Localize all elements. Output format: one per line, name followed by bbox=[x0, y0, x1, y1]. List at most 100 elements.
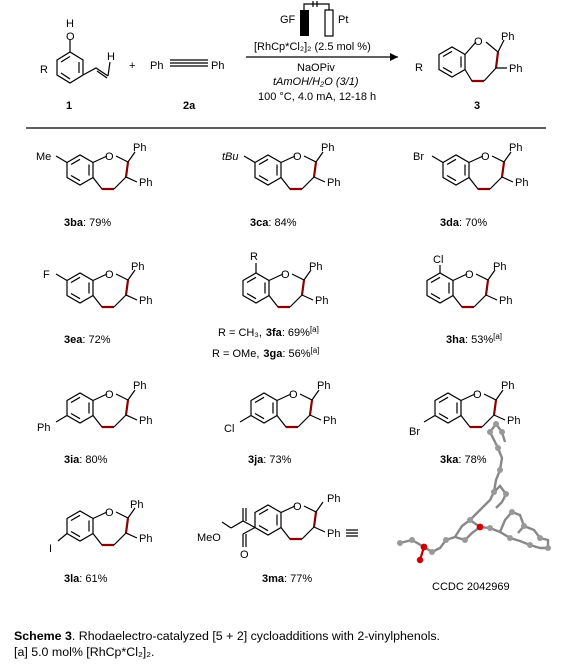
svg-text:O: O bbox=[105, 389, 114, 401]
svg-text:3ea: 72%: 3ea: 72% bbox=[64, 334, 111, 346]
3ma-yield: : 77% bbox=[284, 573, 312, 585]
svg-text:3ba: 79%: 3ba: 79% bbox=[64, 217, 111, 229]
svg-text:Ph: Ph bbox=[133, 142, 146, 154]
equivalence-sign bbox=[346, 529, 358, 537]
svg-text:O: O bbox=[481, 151, 490, 163]
svg-text:O: O bbox=[293, 151, 302, 163]
svg-text:Ph: Ph bbox=[321, 142, 334, 154]
svg-text:O: O bbox=[293, 501, 302, 513]
3ha-substituent: Cl bbox=[433, 254, 443, 266]
svg-text:Ph: Ph bbox=[130, 499, 143, 511]
3ga-yield: : 56% bbox=[282, 348, 310, 360]
svg-text:3ma: 77%: 3ma: 77% bbox=[262, 573, 312, 585]
3ma-id: 3ma bbox=[262, 573, 285, 585]
product-ph-top: Ph bbox=[501, 31, 514, 43]
3ha-note: [a] bbox=[493, 332, 502, 341]
compound-3ia: Ph O Ph Ph 3ia: 80% bbox=[37, 380, 152, 466]
r-substituent-label: R bbox=[40, 64, 48, 76]
3ca-id: 3ca bbox=[250, 217, 269, 229]
alkyne-ph-right: Ph bbox=[211, 60, 224, 72]
3ja-id: 3ja bbox=[248, 454, 264, 466]
svg-text:R = OMe,3ga: 56%[a]: R = OMe,3ga: 56%[a] bbox=[212, 346, 319, 360]
3ka-substituent: Br bbox=[409, 426, 420, 438]
product-ph-right: Ph bbox=[509, 63, 522, 75]
product-o-label: O bbox=[474, 36, 483, 48]
3fa-r-label: R bbox=[250, 251, 258, 263]
compound-3ha: Cl O Ph Ph 3ha: 53%[a] bbox=[425, 254, 512, 346]
svg-text:Ph: Ph bbox=[499, 295, 512, 307]
3ea-yield: : 72% bbox=[82, 334, 110, 346]
ccdc-number: CCDC 2042969 bbox=[432, 581, 510, 593]
3ha-yield: : 53% bbox=[465, 334, 493, 346]
3la-yield: : 61% bbox=[79, 573, 107, 585]
3ea-substituent: F bbox=[43, 269, 50, 281]
alkyne-diphenylacetylene: Ph Ph 2a bbox=[150, 59, 224, 112]
svg-text:Ph: Ph bbox=[315, 295, 328, 307]
svg-text:O: O bbox=[105, 151, 114, 163]
compound-3la: I O Ph Ph 3la: 61% bbox=[49, 499, 152, 585]
svg-text:Ph: Ph bbox=[327, 493, 340, 505]
svg-text:O: O bbox=[281, 269, 290, 281]
3ma-carbonyl-o: O bbox=[240, 549, 249, 561]
svg-text:O: O bbox=[289, 389, 298, 401]
compound-2a-label: 2a bbox=[183, 100, 196, 112]
svg-text:Ph: Ph bbox=[309, 261, 322, 273]
3ba-id: 3ba bbox=[64, 217, 84, 229]
crystal-structure-image bbox=[397, 421, 551, 564]
compound-1-label: 1 bbox=[66, 100, 72, 112]
3ia-substituent: Ph bbox=[37, 422, 50, 434]
svg-text:3da: 70%: 3da: 70% bbox=[440, 217, 487, 229]
svg-text:3ia: 80%: 3ia: 80% bbox=[64, 454, 108, 466]
catalyst-text: [RhCp*Cl₂]₂ (2.5 mol %) bbox=[254, 41, 371, 53]
svg-text:O: O bbox=[105, 269, 114, 281]
3ma-substituent: MeO bbox=[197, 532, 221, 544]
svg-text:3ca: 84%: 3ca: 84% bbox=[250, 217, 297, 229]
svg-text:3ka: 78%: 3ka: 78% bbox=[440, 454, 487, 466]
alkyne-ph-left: Ph bbox=[150, 60, 163, 72]
conditions-text: 100 °C, 4.0 mA, 12-18 h bbox=[258, 91, 376, 103]
svg-text:Ph: Ph bbox=[509, 142, 522, 154]
svg-text:Ph: Ph bbox=[515, 177, 528, 189]
svg-text:Ph: Ph bbox=[327, 177, 340, 189]
reaction-arrow-conditions: GF Pt [RhCp*Cl₂]₂ (2.5 mol %) NaOPiv tAm… bbox=[246, 1, 398, 103]
3ea-id: 3ea bbox=[64, 334, 83, 346]
3ha-id: 3ha bbox=[446, 334, 466, 346]
svg-text:3ha: 53%[a]: 3ha: 53%[a] bbox=[446, 332, 502, 346]
3ka-id: 3ka bbox=[440, 454, 459, 466]
compound-3ba: Me O Ph Ph 3ba: 79% bbox=[36, 142, 152, 229]
product-r-label: R bbox=[415, 62, 423, 74]
svg-text:O: O bbox=[105, 507, 114, 519]
svg-text:R = CH₃,3fa: 69%[a]: R = CH₃,3fa: 69%[a] bbox=[218, 325, 319, 339]
3da-yield: : 70% bbox=[459, 217, 487, 229]
3fa-yield: : 69% bbox=[282, 327, 310, 339]
compound-3ma: O MeO O Ph Ph 3ma: 77% bbox=[197, 493, 358, 585]
caption-text: . Rhodaelectro-catalyzed [5 + 2] cycload… bbox=[71, 629, 440, 643]
3ja-substituent: Cl bbox=[224, 423, 234, 435]
3ca-substituent: tBu bbox=[222, 151, 239, 163]
svg-text:Ph: Ph bbox=[133, 380, 146, 392]
compound-3da: Br O Ph Ph 3da: 70% bbox=[413, 142, 528, 229]
compound-3-label: 3 bbox=[474, 100, 480, 112]
3la-id: 3la bbox=[64, 573, 80, 585]
3ja-yield: : 73% bbox=[263, 454, 291, 466]
3ia-id: 3ia bbox=[64, 454, 80, 466]
svg-text:Ph: Ph bbox=[493, 261, 506, 273]
anode-electrode bbox=[300, 10, 309, 36]
oh-h-label: H bbox=[66, 18, 74, 30]
general-product-3 bbox=[438, 39, 507, 83]
oh-o-label: O bbox=[66, 31, 75, 43]
substrate-vinylphenol: R O H H 1 bbox=[40, 18, 115, 112]
solvent-text: tAmOH/H₂O (3/1) bbox=[273, 76, 359, 88]
svg-text:Ph: Ph bbox=[323, 415, 336, 427]
svg-text:3ja: 73%: 3ja: 73% bbox=[248, 454, 292, 466]
3fa-id: 3fa bbox=[266, 327, 283, 339]
cathode-electrode bbox=[324, 9, 334, 37]
svg-text:Ph: Ph bbox=[507, 415, 520, 427]
vinyl-h-label: H bbox=[107, 51, 115, 63]
svg-text:Ph: Ph bbox=[139, 415, 152, 427]
3ba-yield: : 79% bbox=[83, 217, 111, 229]
svg-text:Ph: Ph bbox=[327, 528, 340, 540]
scheme-caption: Scheme 3. Rhodaelectro-catalyzed [5 + 2]… bbox=[14, 628, 574, 660]
caption-line: Scheme 3. Rhodaelectro-catalyzed [5 + 2]… bbox=[14, 628, 574, 644]
base-text: NaOPiv bbox=[297, 62, 335, 74]
